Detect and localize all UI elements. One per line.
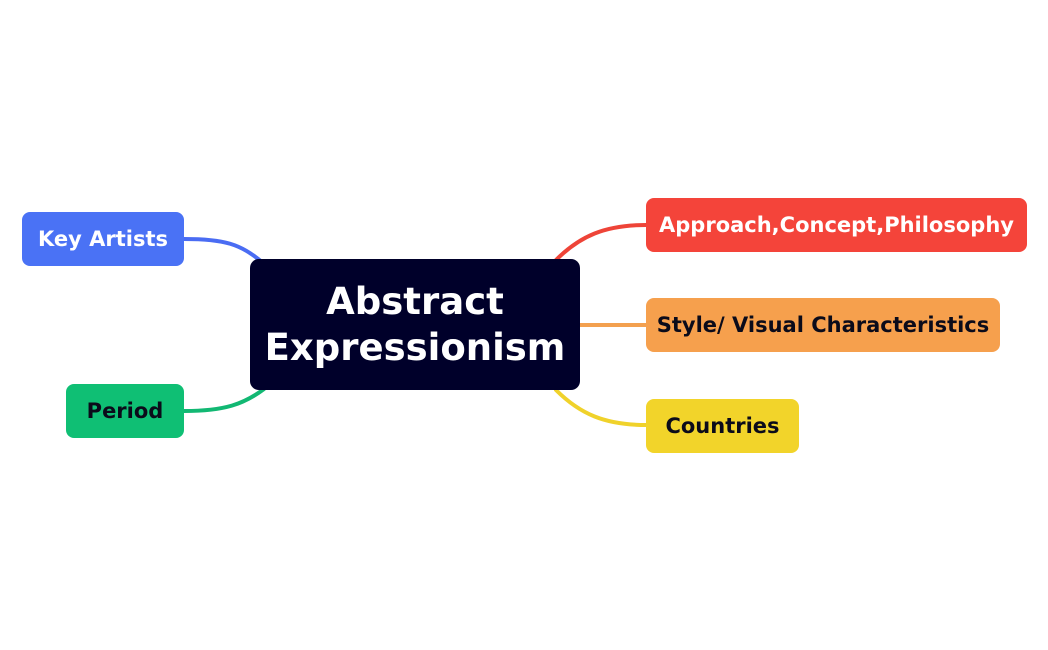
topic-node-countries[interactable]: Countries [646, 399, 799, 453]
topic-label-countries: Countries [665, 414, 780, 438]
topic-label-period: Period [86, 399, 164, 423]
connector-key-artists [182, 237, 264, 264]
connector-countries [554, 388, 648, 427]
topic-node-period[interactable]: Period [66, 384, 184, 438]
connector-approach [554, 223, 648, 262]
central-topic-line1: Abstract [326, 279, 504, 323]
central-topic-line2: Expressionism [264, 325, 566, 369]
topic-label-approach: Approach,Concept,Philosophy [659, 213, 1014, 237]
topic-label-key-artists: Key Artists [37, 227, 169, 251]
topic-node-key-artists[interactable]: Key Artists [22, 212, 184, 266]
central-topic-node[interactable]: Abstract Expressionism [250, 259, 580, 390]
connector-period [182, 387, 266, 413]
topic-node-style[interactable]: Style/ Visual Characteristics [646, 298, 1000, 352]
topic-node-approach[interactable]: Approach,Concept,Philosophy [646, 198, 1027, 252]
topic-label-style: Style/ Visual Characteristics [656, 313, 990, 337]
